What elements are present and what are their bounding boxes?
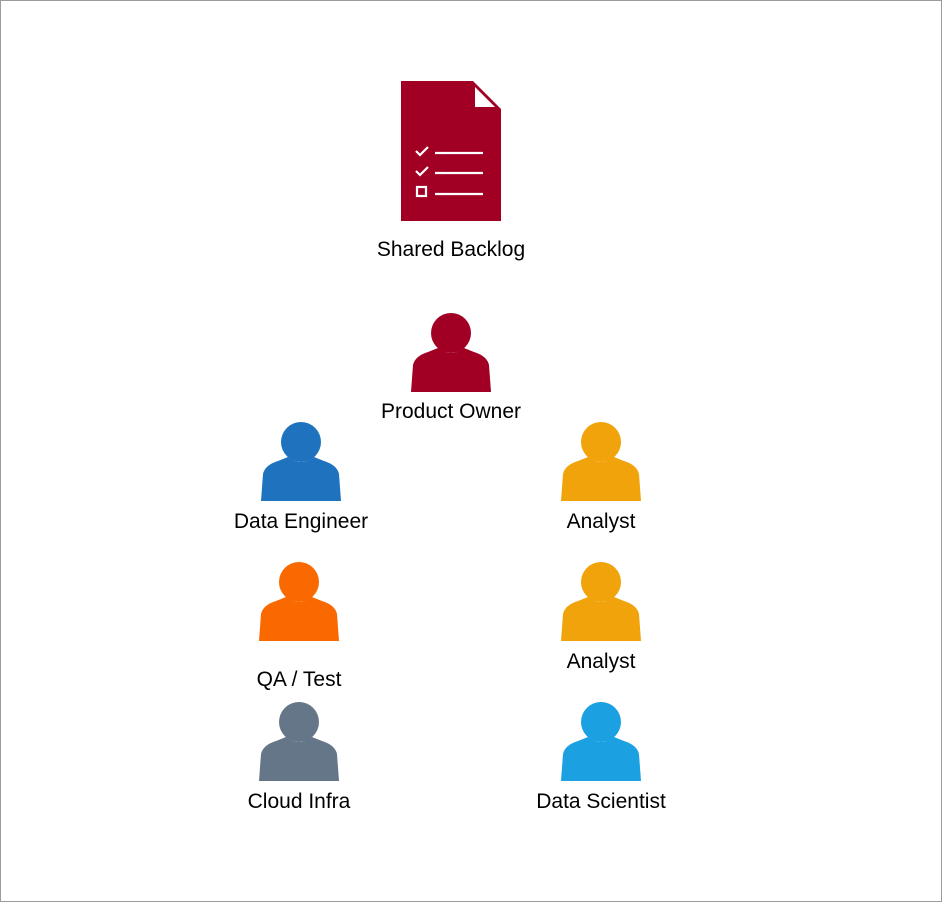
role-analyst-1[interactable] bbox=[561, 421, 641, 501]
person-icon bbox=[411, 313, 491, 392]
person-icon bbox=[561, 562, 641, 641]
role-qa-test[interactable] bbox=[259, 561, 339, 641]
shared-backlog-node[interactable] bbox=[401, 81, 501, 221]
qa-test-label: QA / Test bbox=[256, 668, 342, 691]
empty-checkbox bbox=[415, 185, 428, 198]
shared-backlog-label: Shared Backlog bbox=[376, 238, 526, 261]
analyst-2-label: Analyst bbox=[566, 650, 636, 673]
check-mark-1 bbox=[415, 146, 429, 157]
role-product-owner[interactable] bbox=[411, 312, 491, 392]
role-data-scientist[interactable] bbox=[561, 701, 641, 781]
person-icon bbox=[259, 702, 339, 781]
role-analyst-2[interactable] bbox=[561, 561, 641, 641]
product-owner-label: Product Owner bbox=[380, 400, 522, 423]
role-cloud-infra[interactable] bbox=[259, 701, 339, 781]
data-engineer-label: Data Engineer bbox=[233, 510, 369, 533]
document-fold bbox=[475, 87, 495, 107]
analyst-1-label: Analyst bbox=[566, 510, 636, 533]
person-icon bbox=[561, 702, 641, 781]
person-icon bbox=[561, 422, 641, 501]
check-mark-2 bbox=[415, 166, 429, 177]
data-scientist-label: Data Scientist bbox=[536, 790, 666, 813]
checklist-document-icon bbox=[401, 81, 501, 221]
person-icon bbox=[261, 422, 341, 501]
role-data-engineer[interactable] bbox=[261, 421, 341, 501]
cloud-infra-label: Cloud Infra bbox=[247, 790, 351, 813]
person-icon bbox=[259, 562, 339, 641]
